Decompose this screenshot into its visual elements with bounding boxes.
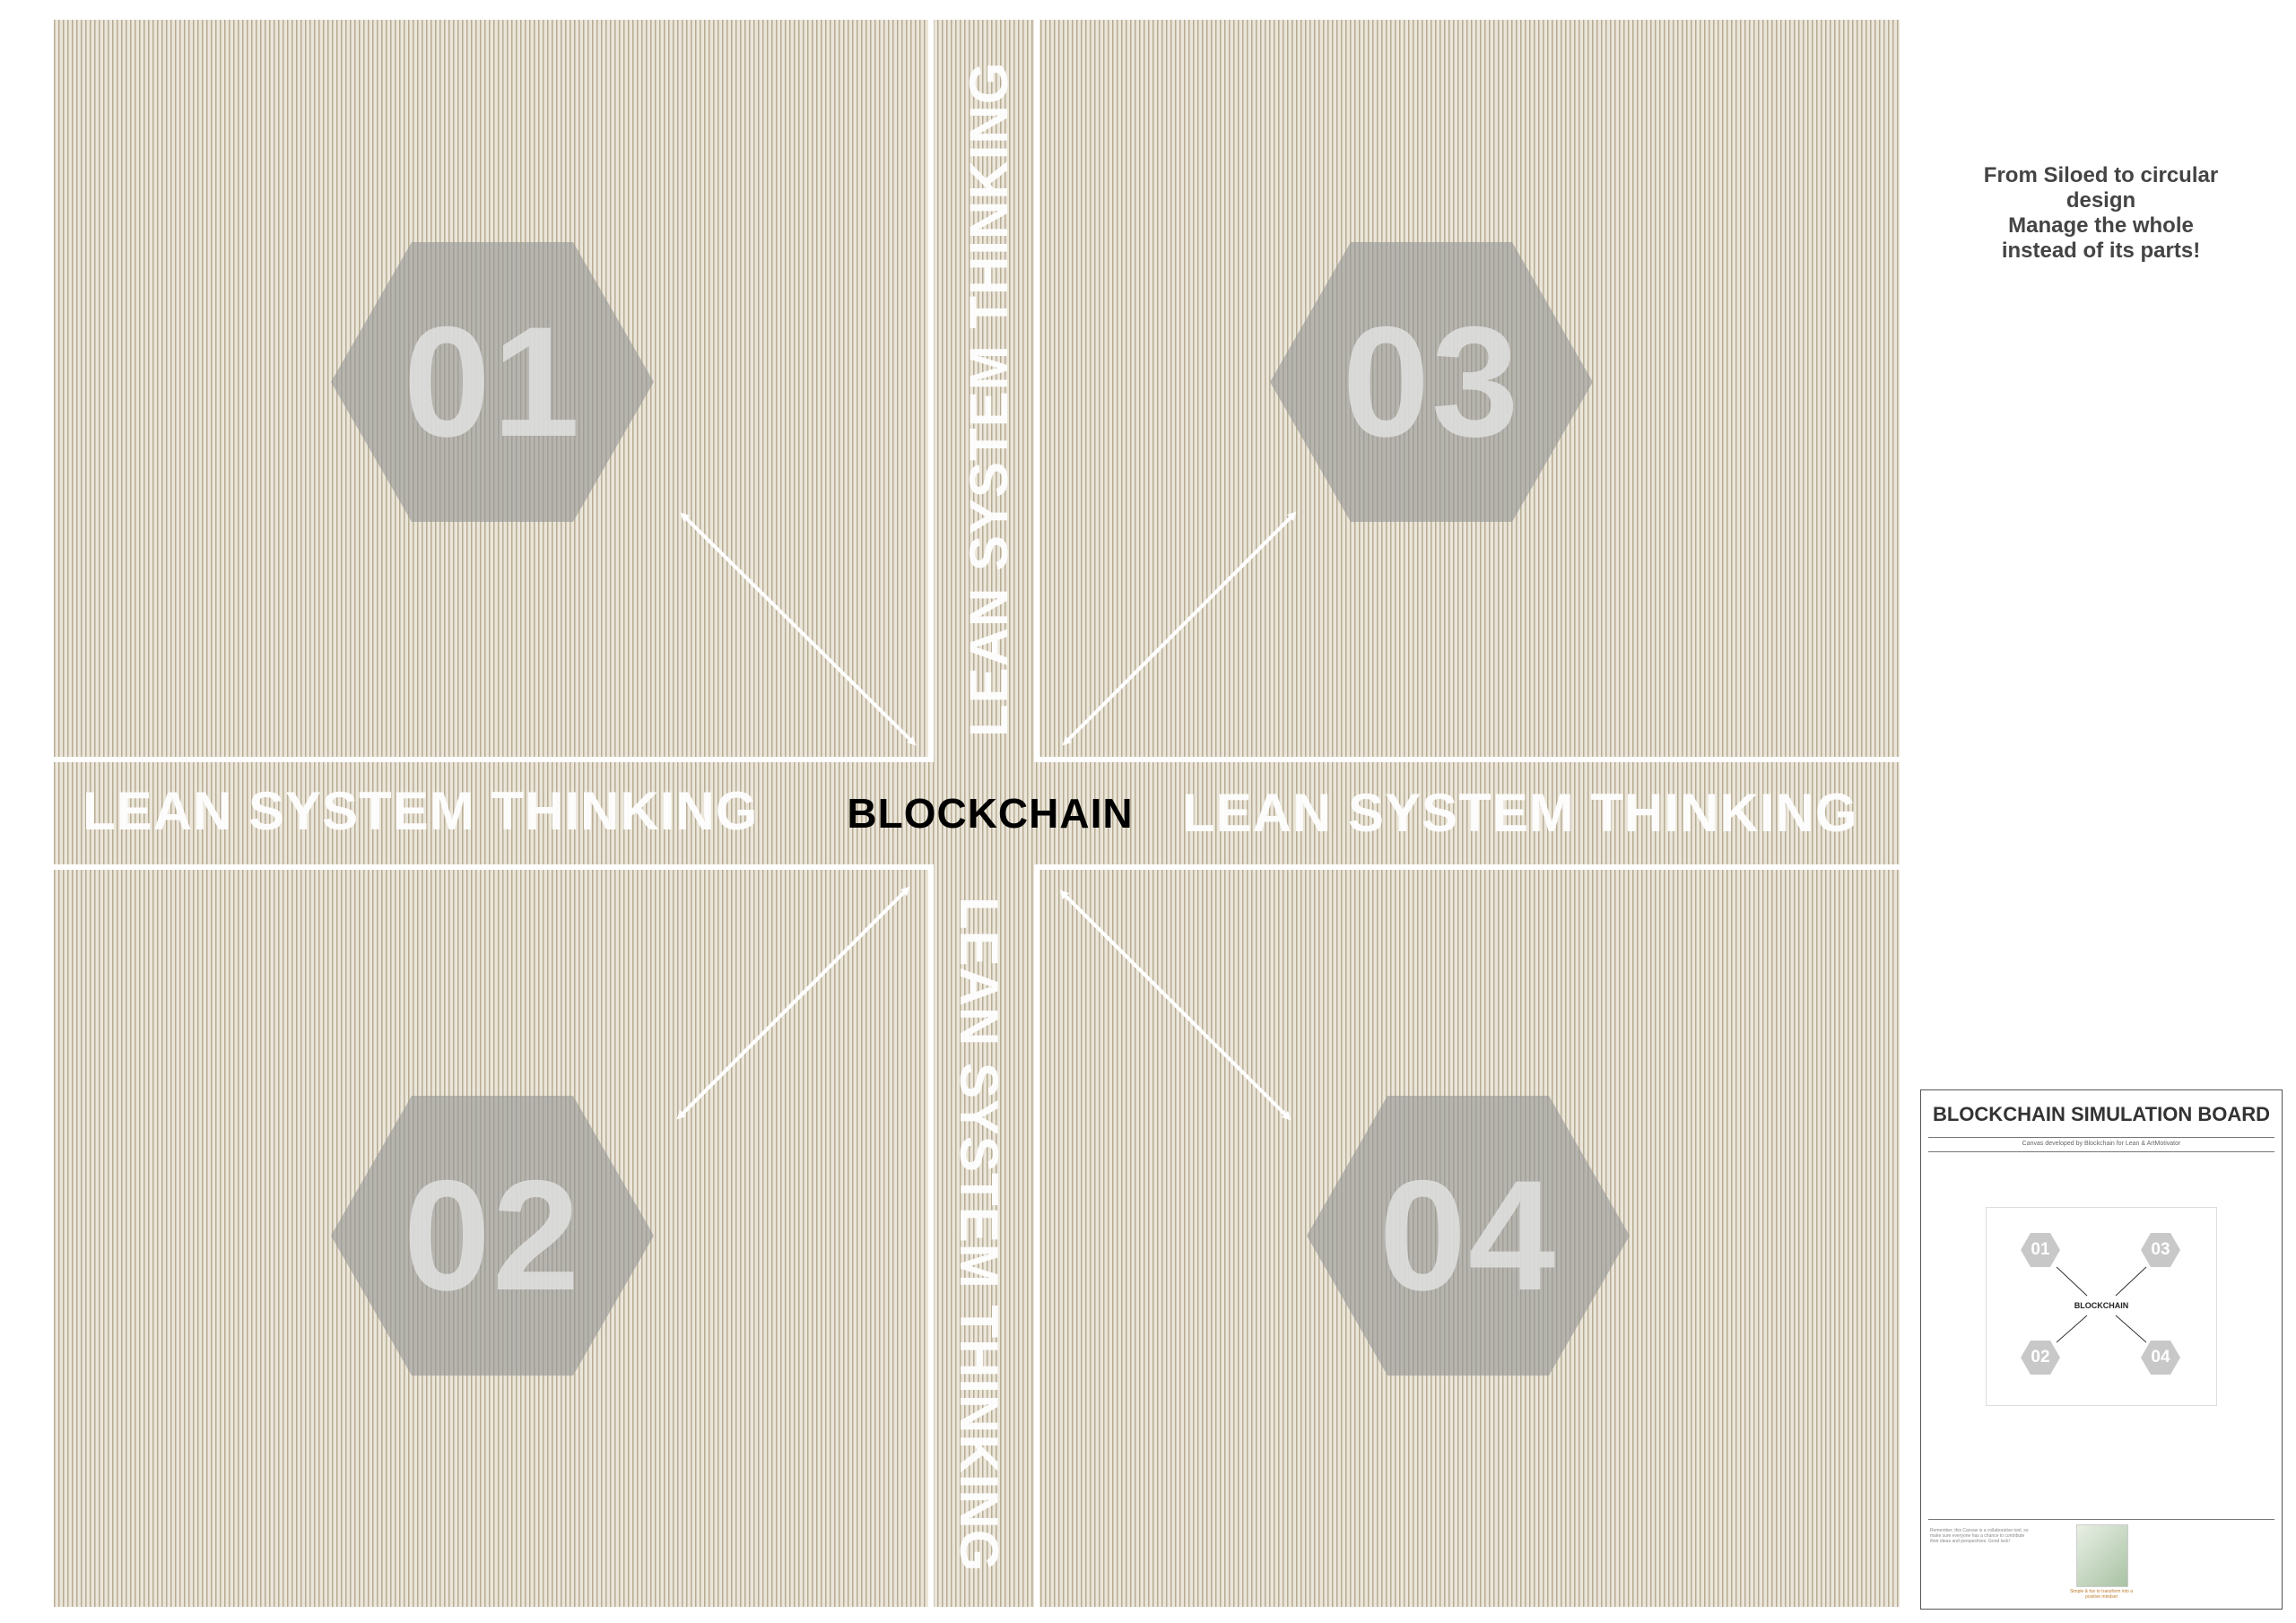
hexagon-number: 03	[1342, 294, 1521, 470]
mini-center-label: BLOCKCHAIN	[2074, 1301, 2129, 1310]
mini-hexagon-number: 04	[2151, 1348, 2170, 1367]
thumbnail-rule	[1928, 1519, 2274, 1520]
slogan-line-2: Manage the whole instead of its parts!	[2001, 213, 2201, 263]
artmotivator-logo	[2076, 1524, 2128, 1587]
center-label-blockchain: BLOCKCHAIN	[847, 790, 1134, 837]
thumbnail-rule	[1928, 1151, 2274, 1152]
divider-left-top-h	[54, 757, 930, 762]
mini-hexagon-number: 02	[2031, 1348, 2050, 1367]
hexagon-01[interactable]: 01	[331, 242, 654, 522]
hexagon-number: 02	[403, 1148, 582, 1324]
thumbnail-note: Remember, this Canvas is a collaborative…	[1930, 1528, 2029, 1544]
hexagon-03[interactable]: 03	[1270, 242, 1593, 522]
hexagon-number: 04	[1378, 1148, 1558, 1324]
thumbnail-rule	[1928, 1137, 2274, 1138]
divider-left-bottom-h	[54, 864, 930, 870]
hexagon-number: 01	[403, 294, 582, 470]
divider-top-left-v	[928, 20, 934, 762]
divider-top-right-v	[1034, 20, 1039, 762]
hexagon-02[interactable]: 02	[331, 1096, 654, 1376]
band-text-right: LEAN SYSTEM THINKING	[1182, 783, 1858, 843]
thumbnail-mini-board: 01 03 02 04 BLOCKCHAIN	[1986, 1207, 2217, 1406]
thumbnail-title: BLOCKCHAIN SIMULATION BOARD	[1932, 1103, 2270, 1125]
divider-right-top-h	[1037, 757, 1900, 762]
mini-hexagon-number: 01	[2031, 1240, 2050, 1259]
logo-caption: Simple & fun to transform into a positiv…	[2069, 1589, 2134, 1600]
hexagon-04[interactable]: 04	[1307, 1096, 1630, 1376]
band-text-top: LEAN SYSTEM THINKING	[959, 61, 1019, 737]
mini-arrows	[2056, 1266, 2147, 1343]
band-text-left: LEAN SYSTEM THINKING	[83, 781, 759, 841]
divider-bottom-right-v	[1034, 864, 1039, 1607]
divider-bottom-left-v	[928, 864, 934, 1607]
simulation-board: 01 02 03 04 LEAN SYSTEM THINKING LEAN SY…	[54, 20, 1900, 1607]
slogan: From Siloed to circular design Manage th…	[1955, 163, 2247, 264]
thumbnail-subtitle: Canvas developed by Blockchain for Lean …	[2022, 1141, 2181, 1147]
mini-hexagon-number: 03	[2151, 1240, 2170, 1259]
band-text-bottom: LEAN SYSTEM THINKING	[949, 897, 1009, 1573]
board-thumbnail: BLOCKCHAIN SIMULATION BOARD Canvas devel…	[1920, 1089, 2283, 1610]
slogan-line-1: From Siloed to circular design	[1983, 163, 2219, 213]
divider-right-bottom-h	[1037, 864, 1900, 870]
